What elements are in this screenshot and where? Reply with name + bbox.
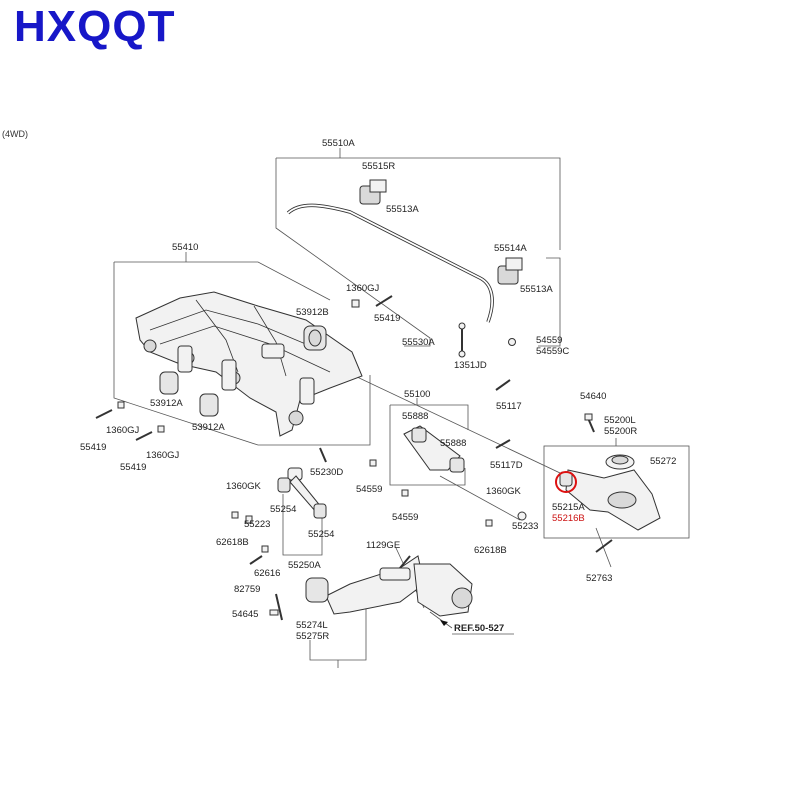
frame-55410 xyxy=(113,262,371,446)
label-82759: 82759 xyxy=(234,584,260,595)
label-55514A: 55514A xyxy=(494,243,527,254)
crossmember-bushings xyxy=(159,325,327,417)
label-55419: 55419 xyxy=(374,313,400,324)
frame-55510A-right xyxy=(538,257,561,347)
label-ref-50-527: REF.50-527 xyxy=(454,623,504,634)
frame-55250A xyxy=(282,494,323,556)
label-55215A: 55215A xyxy=(552,502,585,513)
bushing-53912A-2 xyxy=(199,393,219,417)
label-55200L: 55200L xyxy=(604,415,636,426)
label-55223: 55223 xyxy=(244,519,270,530)
stabilizer-bar xyxy=(286,179,523,358)
part-labels: 55510A 55515R 55513A 55410 55514A 55513A… xyxy=(80,138,676,642)
frame-55100 xyxy=(389,405,466,486)
label-55410: 55410 xyxy=(172,242,198,253)
label-55888: 55888 xyxy=(440,438,466,449)
upper-arm xyxy=(403,425,465,473)
label-55513A: 55513A xyxy=(386,204,419,215)
label-62618B: 62618B xyxy=(474,545,507,556)
rear-link xyxy=(277,467,327,519)
label-1360GJ: 1360GJ xyxy=(106,425,140,436)
stab-bracket-left xyxy=(369,179,387,193)
label-55272: 55272 xyxy=(650,456,676,467)
label-54559: 54559 xyxy=(536,335,562,346)
ref-arrow xyxy=(440,620,448,626)
label-55230D: 55230D xyxy=(310,467,343,478)
label-54559: 54559 xyxy=(356,484,382,495)
label-1360GJ: 1360GJ xyxy=(346,283,380,294)
label-55275R: 55275R xyxy=(296,631,329,642)
label-55254: 55254 xyxy=(270,504,296,515)
brand-watermark: HXQQT xyxy=(14,2,176,51)
label-1360GK: 1360GK xyxy=(486,486,522,497)
frame-55410-top xyxy=(114,261,331,301)
label-55419: 55419 xyxy=(120,462,146,473)
label-55530A: 55530A xyxy=(402,337,435,348)
frame-55200 xyxy=(543,445,690,539)
label-53912A: 53912A xyxy=(150,398,183,409)
label-1351JD: 1351JD xyxy=(454,360,487,371)
variant-label: (4WD) xyxy=(2,129,28,139)
label-54559C: 54559C xyxy=(536,346,569,357)
bushing-53912A-1 xyxy=(159,371,179,395)
label-55419: 55419 xyxy=(80,442,106,453)
label-55513A: 55513A xyxy=(520,284,553,295)
label-52763: 52763 xyxy=(586,573,612,584)
label-55200R: 55200R xyxy=(604,426,637,437)
label-55117: 55117 xyxy=(496,401,522,412)
label-62616: 62616 xyxy=(254,568,280,579)
label-53912B: 53912B xyxy=(296,307,329,318)
label-55254: 55254 xyxy=(308,529,334,540)
label-54640: 54640 xyxy=(580,391,606,402)
label-55888: 55888 xyxy=(402,411,428,422)
fasteners xyxy=(95,295,613,621)
lower-arm-55200 xyxy=(559,454,661,531)
label-55233: 55233 xyxy=(512,521,538,532)
label-55216B: 55216B xyxy=(552,513,585,524)
label-55100: 55100 xyxy=(404,389,430,400)
label-55250A: 55250A xyxy=(288,560,321,571)
highlight-ring-55216B xyxy=(555,471,577,493)
label-1129GE: 1129GE xyxy=(366,540,400,551)
frame-55510A-top xyxy=(276,157,561,250)
label-53912A: 53912A xyxy=(192,422,225,433)
label-1360GK: 1360GK xyxy=(226,481,262,492)
stab-bracket-right xyxy=(505,257,523,271)
label-55117D: 55117D xyxy=(490,460,523,471)
label-62618B: 62618B xyxy=(216,537,249,548)
label-55515R: 55515R xyxy=(362,161,395,172)
frame-55510A xyxy=(275,158,431,347)
label-54645: 54645 xyxy=(232,609,258,620)
trailing-arm xyxy=(305,555,473,617)
group-frames xyxy=(113,148,690,668)
label-55274L: 55274L xyxy=(296,620,328,631)
label-54559: 54559 xyxy=(392,512,418,523)
label-1360GJ: 1360GJ xyxy=(146,450,180,461)
label-55510A: 55510A xyxy=(322,138,355,149)
